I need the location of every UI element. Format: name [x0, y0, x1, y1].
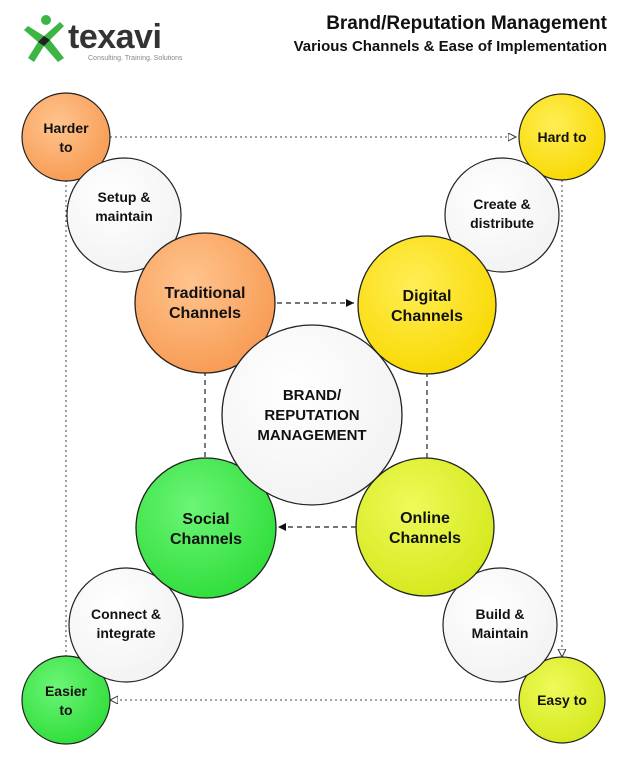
social-line-2: Channels [170, 531, 242, 548]
logo-wordmark: texavi [68, 18, 162, 56]
traditional-line-1: Traditional [165, 285, 246, 302]
digital-line-1: Digital [403, 288, 452, 305]
setup-line-2: maintain [95, 208, 153, 224]
setup-line-1: Setup & [98, 189, 151, 205]
texavi-logo: texavi Consulting. Training. Solutions [24, 12, 184, 68]
channel-traditional: Traditional Channels [134, 232, 276, 374]
title-block: Brand/Reputation Management Various Chan… [294, 12, 607, 58]
harder-line-2: to [59, 139, 72, 155]
build-line-1: Build & [476, 606, 525, 622]
create-line-2: distribute [470, 215, 534, 231]
page-title: Brand/Reputation Management [326, 13, 607, 34]
corner-hard-to: Hard to [518, 93, 606, 181]
easy-line-1: Easy to [537, 692, 587, 708]
corner-harder-to: Harder to [21, 92, 111, 182]
online-line-2: Channels [389, 530, 461, 547]
corner-easier-to: Easier to [21, 655, 111, 745]
connect-line-1: Connect & [91, 606, 161, 622]
online-line-1: Online [400, 510, 450, 527]
bubble-build-maintain: Build & Maintain [442, 567, 558, 683]
logo-figure-icon [24, 15, 64, 62]
traditional-line-2: Channels [169, 305, 241, 322]
hard-line-1: Hard to [538, 129, 587, 145]
social-line-1: Social [182, 511, 229, 528]
create-line-1: Create & [473, 196, 531, 212]
corner-easy-to: Easy to [518, 656, 606, 744]
channel-online: Online Channels [355, 457, 495, 597]
bubble-setup-maintain: Setup & maintain [66, 157, 182, 273]
easier-line-1: Easier [45, 683, 88, 699]
logo-tagline: Consulting. Training. Solutions [88, 55, 183, 62]
center-line-3: MANAGEMENT [257, 427, 366, 444]
bubble-create-distribute: Create & distribute [444, 157, 560, 273]
page-subtitle: Various Channels & Ease of Implementatio… [293, 38, 607, 55]
build-line-2: Maintain [472, 625, 529, 641]
channel-digital: Digital Channels [357, 235, 497, 375]
center-brand-reputation: BRAND/ REPUTATION MANAGEMENT [221, 324, 403, 506]
harder-line-1: Harder [43, 120, 89, 136]
easier-line-2: to [59, 702, 72, 718]
bubble-connect-integrate: Connect & integrate [68, 567, 184, 683]
center-line-1: BRAND/ [283, 387, 342, 404]
center-line-2: REPUTATION [264, 407, 359, 424]
channel-social: Social Channels [135, 457, 277, 599]
digital-line-2: Channels [391, 308, 463, 325]
connect-line-2: integrate [96, 625, 155, 641]
